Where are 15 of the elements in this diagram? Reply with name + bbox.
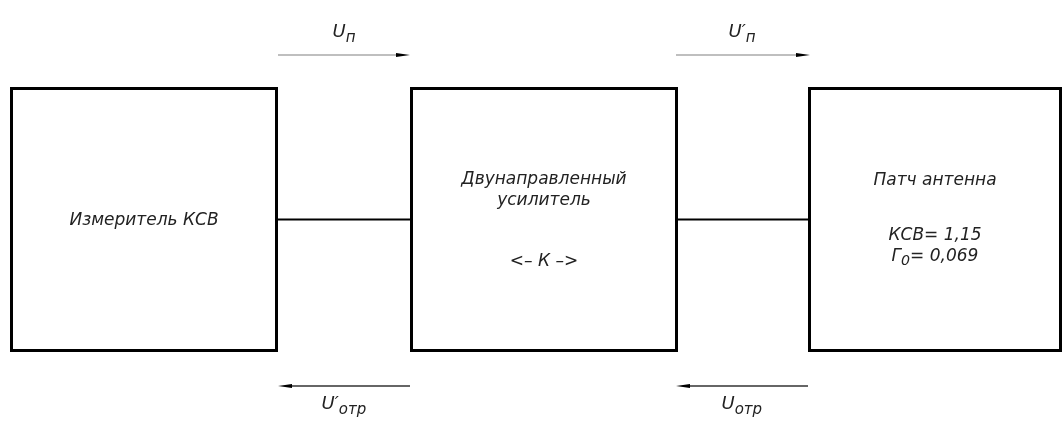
block-label: <– К –>: [509, 250, 579, 272]
block-label: Патч антенна: [873, 168, 997, 190]
signal-label: U′$_{отр}$: [321, 392, 367, 418]
block-box: [410, 87, 678, 352]
connector-line: [278, 218, 410, 221]
signal-label: U′$_{п}$: [728, 20, 756, 46]
block-box: [808, 87, 1062, 352]
block-label: КСВ= 1,15: [888, 223, 982, 246]
block-label: Измеритель КСВ: [69, 208, 219, 231]
signal-label: U$_{п}$: [332, 20, 356, 46]
block-box: [10, 87, 278, 352]
connector-line: [678, 218, 808, 221]
signal-label: U$_{отр}$: [721, 392, 763, 418]
block-label: Γ$_{0}$= 0,069: [891, 245, 979, 271]
block-label: Двунаправленный усилитель: [459, 167, 628, 211]
